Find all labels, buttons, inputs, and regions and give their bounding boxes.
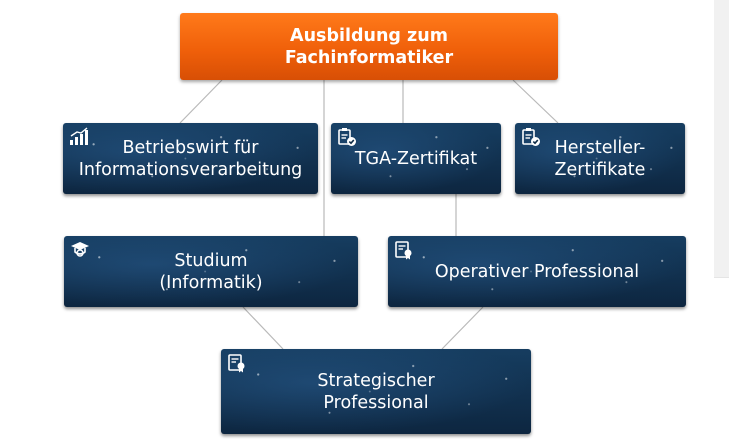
bar-chart-icon	[70, 127, 88, 145]
graduation-cap-icon	[71, 242, 89, 257]
connector-root-hersteller	[512, 79, 559, 124]
certificate-ribbon-icon	[395, 241, 412, 260]
node-studium-label: Studium (Informatik)	[159, 250, 263, 293]
certificate-ribbon-icon	[228, 354, 245, 373]
node-tga: TGA-Zertifikat	[331, 123, 501, 194]
connector-operativ-strategisch	[441, 306, 484, 350]
node-operativ: Operativer Professional	[388, 236, 686, 307]
connector-studium-strategisch	[242, 306, 284, 350]
root-node-label: Ausbildung zum Fachinformatiker	[284, 25, 454, 68]
node-hersteller-label: Hersteller- Zertifikate	[554, 137, 646, 180]
node-studium: Studium (Informatik)	[64, 236, 358, 307]
node-hersteller: Hersteller- Zertifikate	[515, 123, 685, 194]
node-tga-label: TGA-Zertifikat	[354, 148, 478, 169]
connector-root-betriebswirt	[179, 79, 223, 124]
certificate-check-icon	[522, 128, 540, 146]
node-betriebswirt: Betriebswirt für Informationsverarbeitun…	[63, 123, 318, 194]
side-panel	[714, 0, 729, 278]
node-betriebswirt-label: Betriebswirt für Informationsverarbeitun…	[78, 137, 303, 180]
node-operativ-label: Operativer Professional	[434, 261, 640, 282]
root-node: Ausbildung zum Fachinformatiker	[180, 13, 558, 80]
certificate-check-icon	[338, 128, 356, 146]
node-strategisch: Strategischer Professional	[221, 349, 531, 434]
node-strategisch-label: Strategischer Professional	[317, 370, 435, 413]
